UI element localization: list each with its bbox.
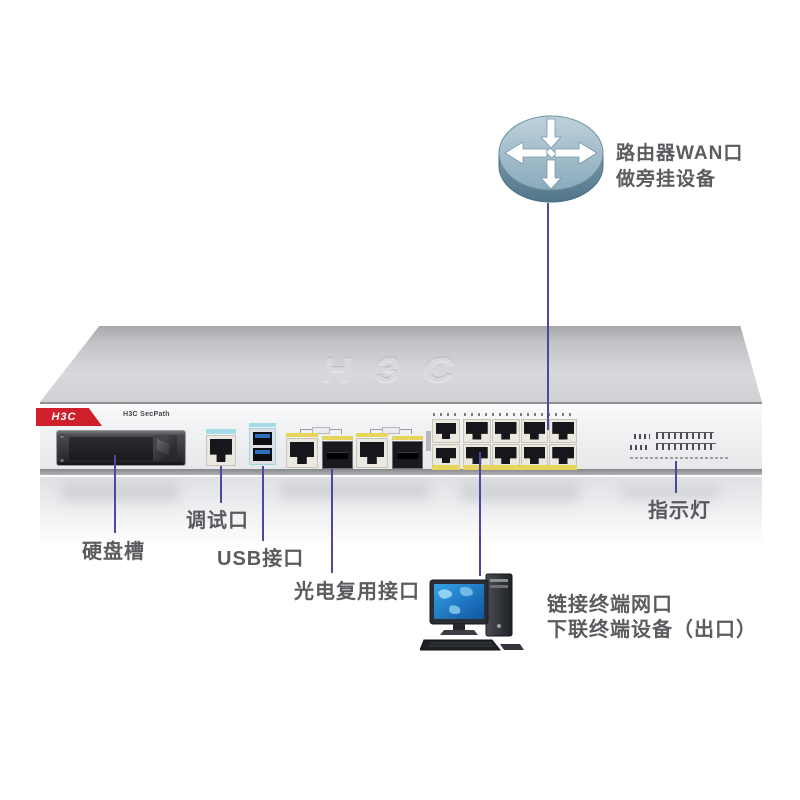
combo2-sfp-port bbox=[392, 441, 423, 469]
usb-ports bbox=[249, 428, 276, 465]
port-tab bbox=[426, 431, 431, 451]
ethernet-port-block bbox=[463, 419, 577, 467]
led-indicators-row1 bbox=[634, 432, 714, 439]
router-icon bbox=[498, 115, 604, 203]
label-indicator-lights: 指示灯 bbox=[648, 500, 711, 522]
model-text: H3C SecPath bbox=[123, 411, 170, 418]
combo2-sfp-label bbox=[392, 436, 423, 440]
label-terminal-line1: 链接终端网口 bbox=[547, 594, 673, 616]
ge-port-2 bbox=[432, 444, 460, 467]
label-combo-port: 光电复用接口 bbox=[294, 581, 420, 603]
wan-annotation-line bbox=[547, 203, 549, 430]
usb-ports-label bbox=[249, 423, 276, 427]
port-pair-yellow-strip bbox=[432, 465, 460, 470]
reflection-blob bbox=[620, 486, 720, 498]
desktop-computer-icon bbox=[420, 573, 524, 651]
usb-port-1 bbox=[253, 432, 272, 445]
hdd-slot bbox=[57, 431, 185, 465]
ge-port-6 bbox=[491, 443, 520, 467]
ge-port-7 bbox=[520, 419, 549, 443]
combo-annotation-line bbox=[331, 469, 333, 573]
label-router-wan-line2: 做旁挂设备 bbox=[616, 169, 717, 190]
ge-port-1 bbox=[432, 419, 460, 443]
combo1-bracket bbox=[300, 427, 342, 434]
port-number-labels bbox=[433, 413, 459, 416]
brand-badge: H3C bbox=[36, 408, 102, 426]
chassis-top-face bbox=[40, 326, 762, 402]
label-hdd-slot: 硬盘槽 bbox=[82, 541, 145, 563]
certification-text-line bbox=[630, 457, 728, 459]
ge-port-10 bbox=[549, 443, 577, 467]
usb-port-2 bbox=[253, 448, 272, 461]
combo1-sfp-port bbox=[322, 441, 353, 469]
label-router-wan-line1: 路由器WAN口 bbox=[616, 143, 744, 164]
console-annotation-line bbox=[220, 466, 222, 503]
lan-annotation-line bbox=[479, 452, 481, 576]
ge-port-8 bbox=[520, 443, 549, 467]
chassis-base-edge bbox=[40, 469, 762, 475]
screw-icon bbox=[60, 458, 64, 462]
port-block-yellow-strip bbox=[463, 465, 577, 470]
ge-port-4-lan bbox=[463, 443, 491, 467]
reflection-blob bbox=[460, 483, 580, 501]
hdd-latch bbox=[153, 435, 177, 461]
combo2-rj45-label bbox=[356, 433, 388, 437]
embossed-logo: H3C bbox=[318, 350, 482, 389]
chassis-reflection bbox=[40, 477, 762, 547]
combo1-sfp-label bbox=[322, 436, 353, 440]
ge-port-5 bbox=[491, 419, 520, 443]
combo1-rj45-label bbox=[286, 433, 318, 437]
combo2-bracket bbox=[370, 427, 412, 434]
screw-icon bbox=[60, 434, 64, 438]
combo2-rj45-port bbox=[356, 438, 388, 468]
label-terminal-line2: 下联终端设备（出口） bbox=[547, 619, 757, 641]
led-annotation-line bbox=[675, 461, 677, 493]
console-port bbox=[206, 435, 236, 466]
reflection-blob bbox=[60, 483, 180, 501]
reflection-blob bbox=[280, 483, 430, 499]
port-number-labels bbox=[464, 413, 576, 416]
ge-port-3 bbox=[463, 419, 491, 443]
hdd-door bbox=[69, 436, 153, 460]
label-usb-port: USB接口 bbox=[217, 548, 305, 570]
label-console-port: 调试口 bbox=[186, 510, 249, 532]
console-port-label bbox=[206, 429, 236, 434]
hdd-annotation-line bbox=[114, 455, 116, 533]
ge-port-9-wan bbox=[549, 419, 577, 443]
usb-annotation-line bbox=[262, 466, 264, 541]
combo1-rj45-port bbox=[286, 438, 318, 468]
led-indicators-row2 bbox=[630, 443, 716, 450]
